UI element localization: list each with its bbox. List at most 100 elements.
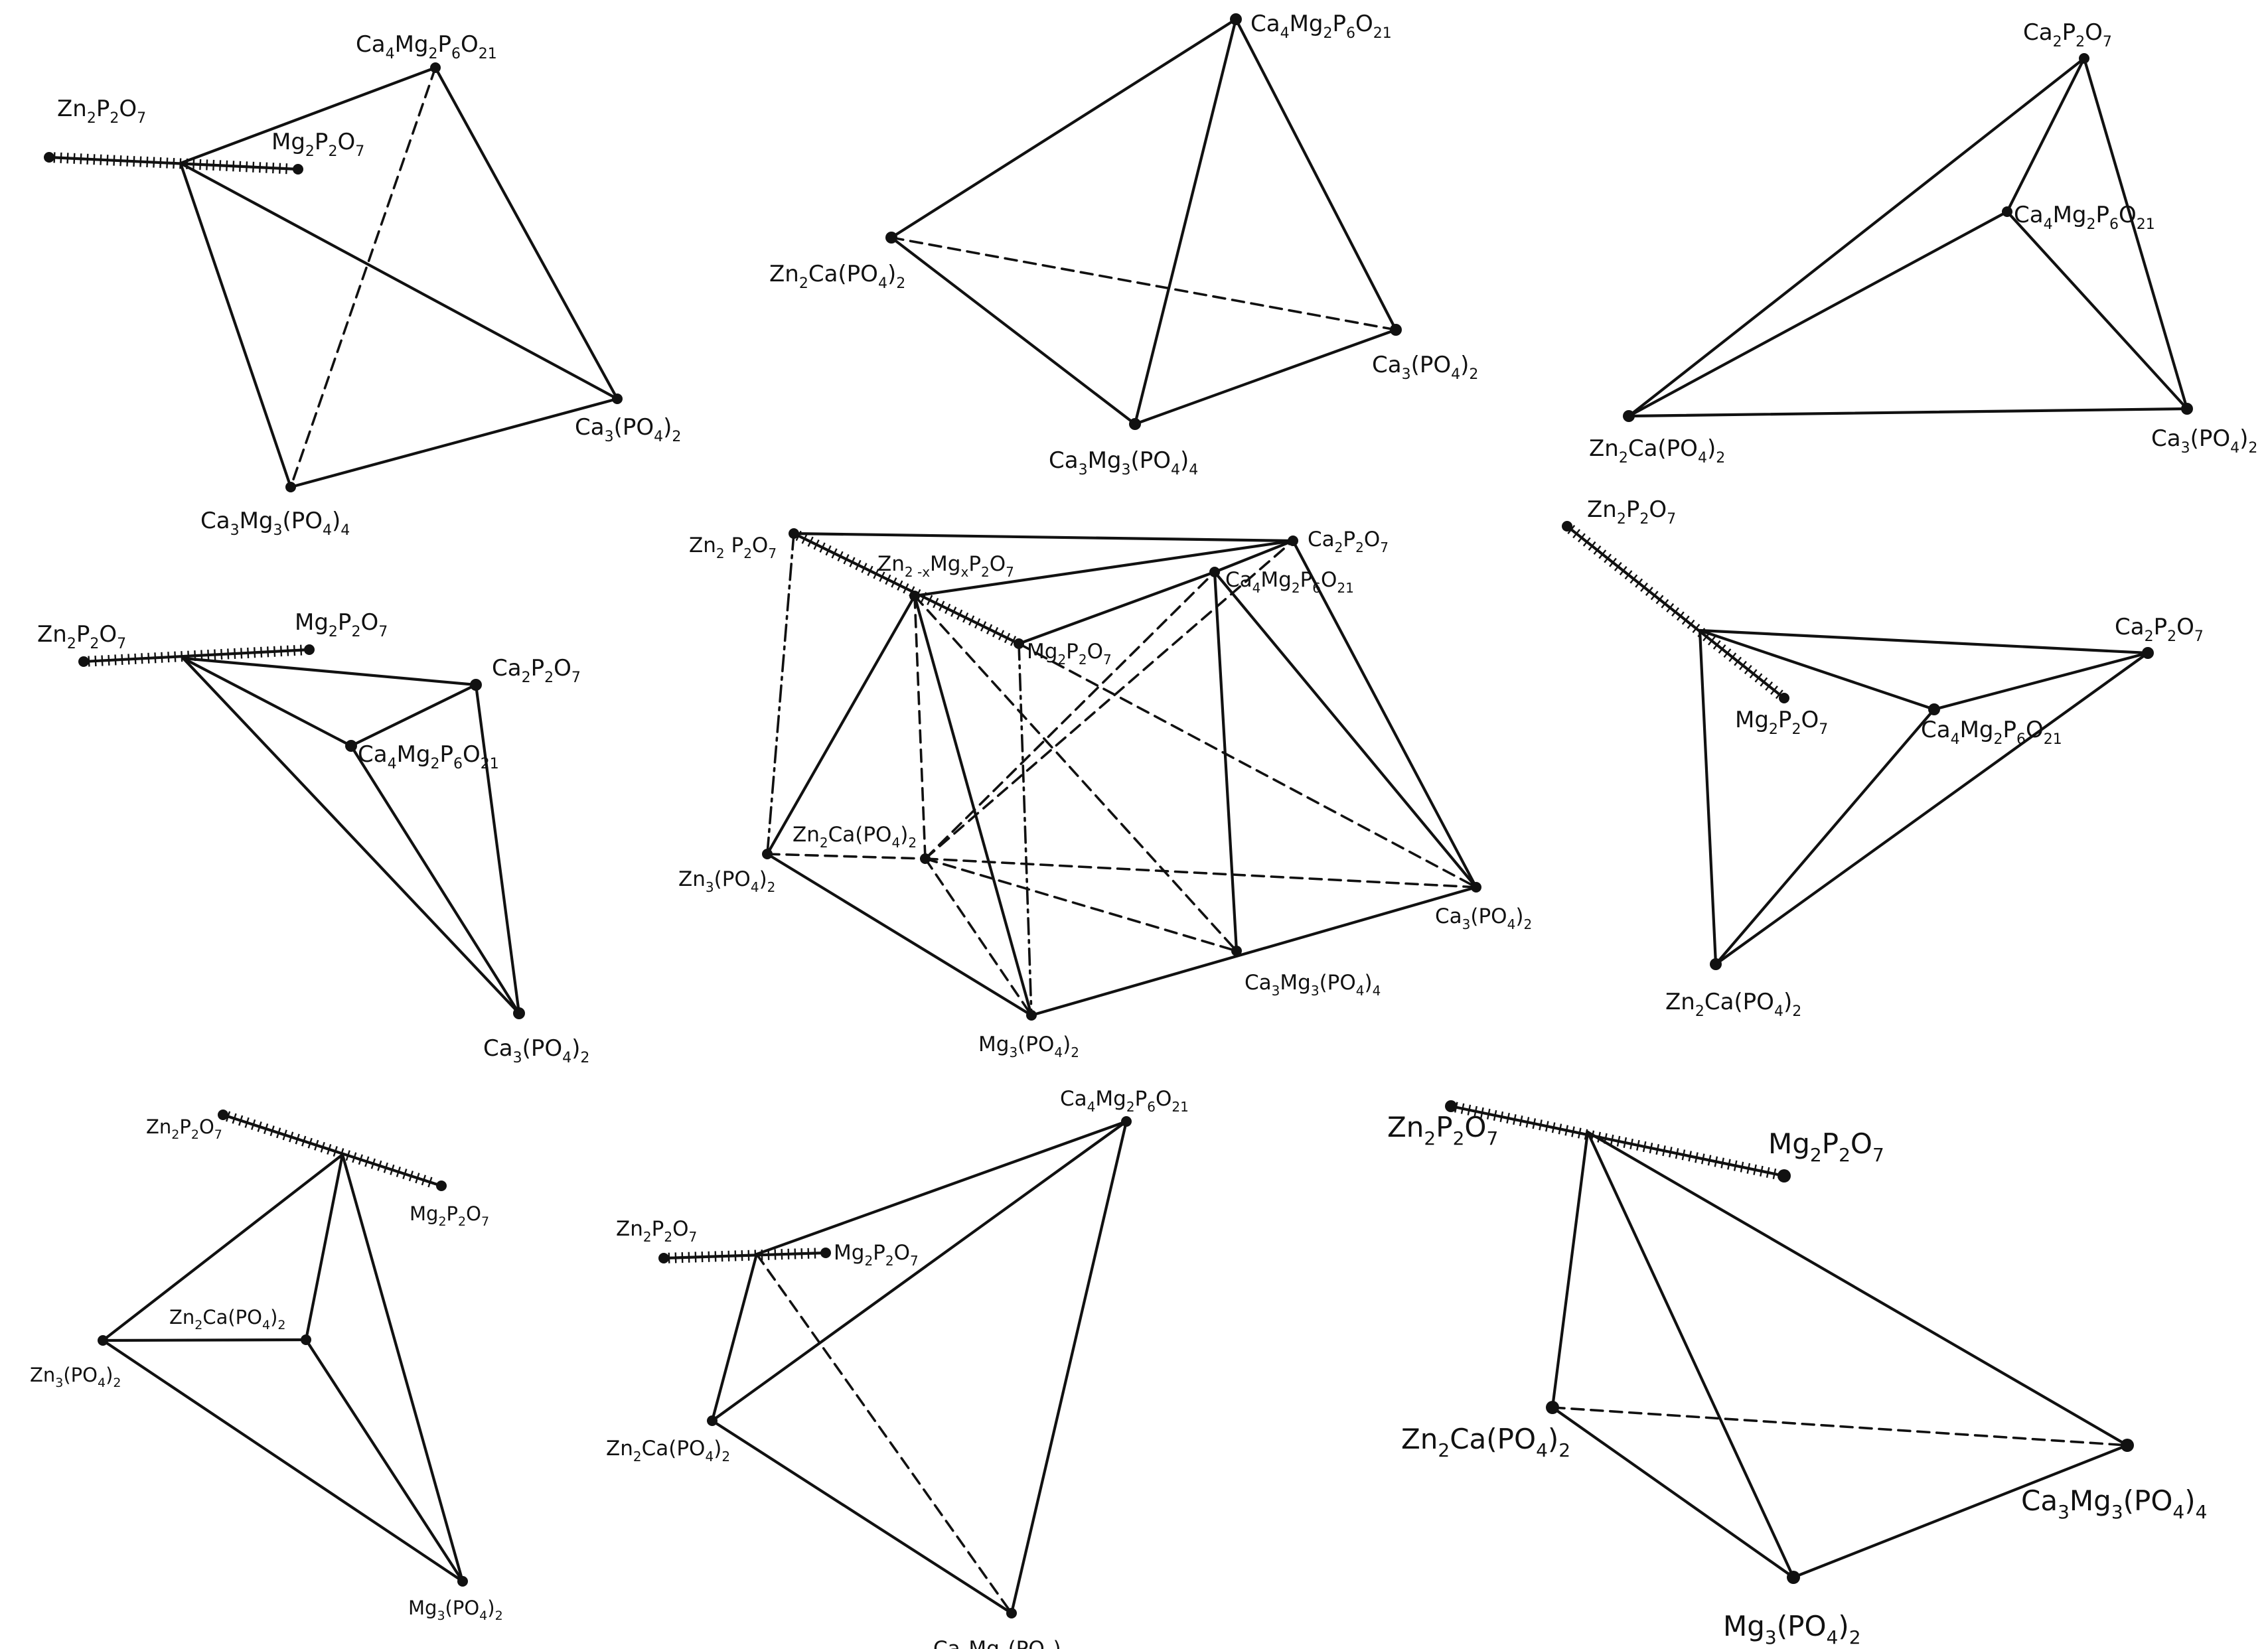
d2-label-ca4mg2p6o21-part: 6 [1346,25,1355,42]
d9-edge-zn2p2o7-mg2p2o7-tick [1662,1145,1666,1157]
d2-label-zn2capo42-part: Zn [769,261,799,287]
d5-edge-zn2p2o7-mg2p2o7-tick [801,534,808,544]
d2-edge-zn2capo42-ca3mg3po44 [889,236,1137,426]
d2-label-ca3po42-part: ) [1460,352,1469,378]
d7-edge-zn2p2o7-mg2p2o7-tick [238,1115,244,1126]
d9-edge-zn2p2o7-mg2p2o7-tick [1564,1125,1569,1136]
d9-label-mg2p2o7-part: 7 [1872,1144,1884,1166]
d3-label-ca4mg2p6o21-part: 21 [2137,216,2155,233]
d1-label-ca3po42-part: (PO [614,414,654,441]
d4-edge-zn2p2o7-mg2p2o7-tick [181,651,183,662]
d7-label-zn2capo42-part: ) [270,1306,277,1328]
d8-edge-zn2p2o7-mg2p2o7-tick [688,1252,690,1263]
d7-label-zn2capo42-part: 4 [262,1318,270,1332]
d4-label-ca3po42-part: Ca [483,1035,513,1062]
d1-edge-ss-ca3po42 [179,161,619,401]
d5-edge-zn2p2o7-mg2p2o7-tick [825,545,832,556]
d8-edge-zn2p2o7-mg2p2o7-tick [741,1250,743,1261]
d7-edge-zn2p2o7-mg2p2o7-tick [320,1141,325,1153]
d1-edge-zn2p2o7-mg2p2o7-tick [133,156,135,167]
d1-edge-zn2p2o7-mg2p2o7-tick [93,154,96,165]
d3-label-ca4mg2p6o21-part: Mg [2053,202,2087,228]
d7-label-mg2p2o7-part: 2 [438,1214,446,1229]
d9-edge-zn2p2o7-mg2p2o7-tick [1649,1142,1653,1154]
d8-label-ca4mg2p6o21-part: O [1156,1087,1172,1111]
d8-label-zn2capo42-part: ) [714,1437,721,1461]
d5-edge-zn2xmgxp2o7-zn2capo42 [913,595,927,860]
d9-edge-zn2p2o7-mg2p2o7-tick [1688,1151,1693,1162]
d5-label-zn2xmgxp2o7-part: 2 [981,564,990,580]
d8-label-zn2capo42-part: Ca(PO [642,1437,706,1461]
d7-label-zn2p2o7-part: P [179,1115,191,1138]
d1-edge-zn2p2o7-mg2p2o7-tick [100,154,102,165]
d7-label-mg3po42-part: ) [487,1597,494,1619]
d1-label-ca4mg2p6o21-part: O [461,31,479,58]
d4-edge-zn2p2o7-mg2p2o7-tick [114,654,117,666]
d8-edge-zn2p2o7-mg2p2o7-tick [734,1250,737,1261]
d2-label-ca3mg3po44-part: (PO [1131,447,1172,474]
d2-label-ca4mg2p6o21-part: P [1333,11,1347,37]
d9-label-ca3mg3po44-part: ) [2184,1484,2195,1517]
d5-label-mg3po42-part: 4 [1054,1044,1063,1060]
d7-node-zn3po42 [98,1335,108,1346]
d2-label-ca3po42-part: 3 [1402,366,1411,383]
d5-label-zn2capo42-part: 4 [891,835,900,851]
d7-edge-zn2capo42-mg3po42 [304,1338,465,1583]
d4-node-ca4mg2p6o21 [345,740,357,752]
d5-label-zn2capo42-part: 2 [908,835,917,851]
d9-edge-zn2p2o7-mg2p2o7-tick [1740,1161,1744,1173]
d6-edge-zn2p2o7-mg2p2o7-tick [1760,677,1768,687]
d2-label-ca3mg3po44-part: 4 [1171,462,1180,478]
d7-label-zn2capo42-part: 2 [277,1318,285,1332]
d9-edge-zn2p2o7-mg2p2o7-tick [1513,1113,1517,1125]
d7-label-zn2p2o7-part: 2 [171,1127,179,1142]
d9-edge-zn2p2o7-mg2p2o7-tick [1760,1165,1764,1177]
d1-label-mg2p2o7-part: P [315,129,329,155]
d5-node-ca3mg3po44 [1231,946,1242,956]
d8-edge-zn2p2o7-mg2p2o7-tick [774,1249,777,1260]
d7-edge-zn2p2o7-mg2p2o7-tick [301,1135,307,1147]
d6-label-mg2p2o7-part: 7 [1819,721,1828,738]
d9-label-ca3mg3po44-part: Ca [2021,1484,2058,1517]
d9-edge-zn2p2o7-mg2p2o7-tick [1669,1147,1673,1158]
d9-label-mg2p2o7-part: O [1851,1127,1872,1160]
d8-label-ca3mg3po44-part: (PO [1008,1637,1045,1649]
d5-edge-zn2p2o7-mg2p2o7-tick [819,542,826,553]
d1-label-ca4mg2p6o21-part: 4 [386,46,395,62]
d5-node-ca3po42 [1471,882,1481,893]
d3-edge-zn2capo42-ca3po42 [1627,407,2189,418]
d2-label-zn2capo42: Zn2Ca(PO4)2 [769,261,905,292]
d6-node-zn2p2o7 [1562,521,1572,532]
d8-label-mg2p2o7-part: Mg [834,1241,864,1265]
d1-edge-zn2p2o7-mg2p2o7-tick [252,161,255,173]
d7-label-mg2p2o7-part: Mg [410,1202,438,1225]
d5-label-ca3mg3po44-part: 3 [1272,983,1280,999]
d7-label-zn3po42-part: 3 [55,1376,63,1390]
d6-label-mg2p2o7-part: 2 [1769,721,1778,738]
d7-label-zn2capo42-part: Zn [169,1306,194,1328]
d4-label-ca3po42-part: 3 [513,1050,522,1066]
d7-edge-zn2p2o7-mg2p2o7-tick [282,1129,287,1141]
d4-label-zn2p2o7-part: 7 [117,636,126,652]
d2-label-ca3po42-part: 2 [1469,366,1478,383]
d4-edge-ss-ca3po42 [181,656,521,1015]
d6-edge-zn2p2o7-mg2p2o7-tick [1671,607,1679,617]
d6-label-mg2p2o7-part: O [1801,707,1819,733]
d4-label-mg2p2o7-part: 2 [351,624,360,640]
d6-edge-zn2p2o7-mg2p2o7-tick [1614,561,1622,571]
d5-label-zn2xmgxp2o7-part: O [990,552,1006,576]
d9-label-zn2p2o7-part: 2 [1424,1127,1436,1149]
d9-label-zn2p2o7-part: Zn [1387,1111,1424,1143]
d5-edge-zn2p2o7-mg2p2o7-tick [1004,632,1011,644]
d5-label-zn2capo42-part: Ca(PO [828,823,892,847]
d5-label-ca3mg3po44-part: 4 [1373,983,1381,999]
d8-label-ca4mg2p6o21-part: 4 [1087,1099,1096,1115]
d8-label-zn2capo42-part: 2 [633,1449,642,1465]
d8-label-ca4mg2p6o21-part: Mg [1095,1087,1126,1111]
d7-label-zn2p2o7-part: O [199,1115,214,1138]
d9-label-ca3mg3po44-part: 3 [2058,1501,2070,1523]
d6-edge-zn2p2o7-mg2p2o7-tick [1718,644,1726,654]
d1-label-zn2p2o7: Zn2P2O7 [57,96,146,127]
d5-label-ca3mg3po44-part: 4 [1356,983,1365,999]
d9-node-mg3po42 [1787,1571,1800,1584]
